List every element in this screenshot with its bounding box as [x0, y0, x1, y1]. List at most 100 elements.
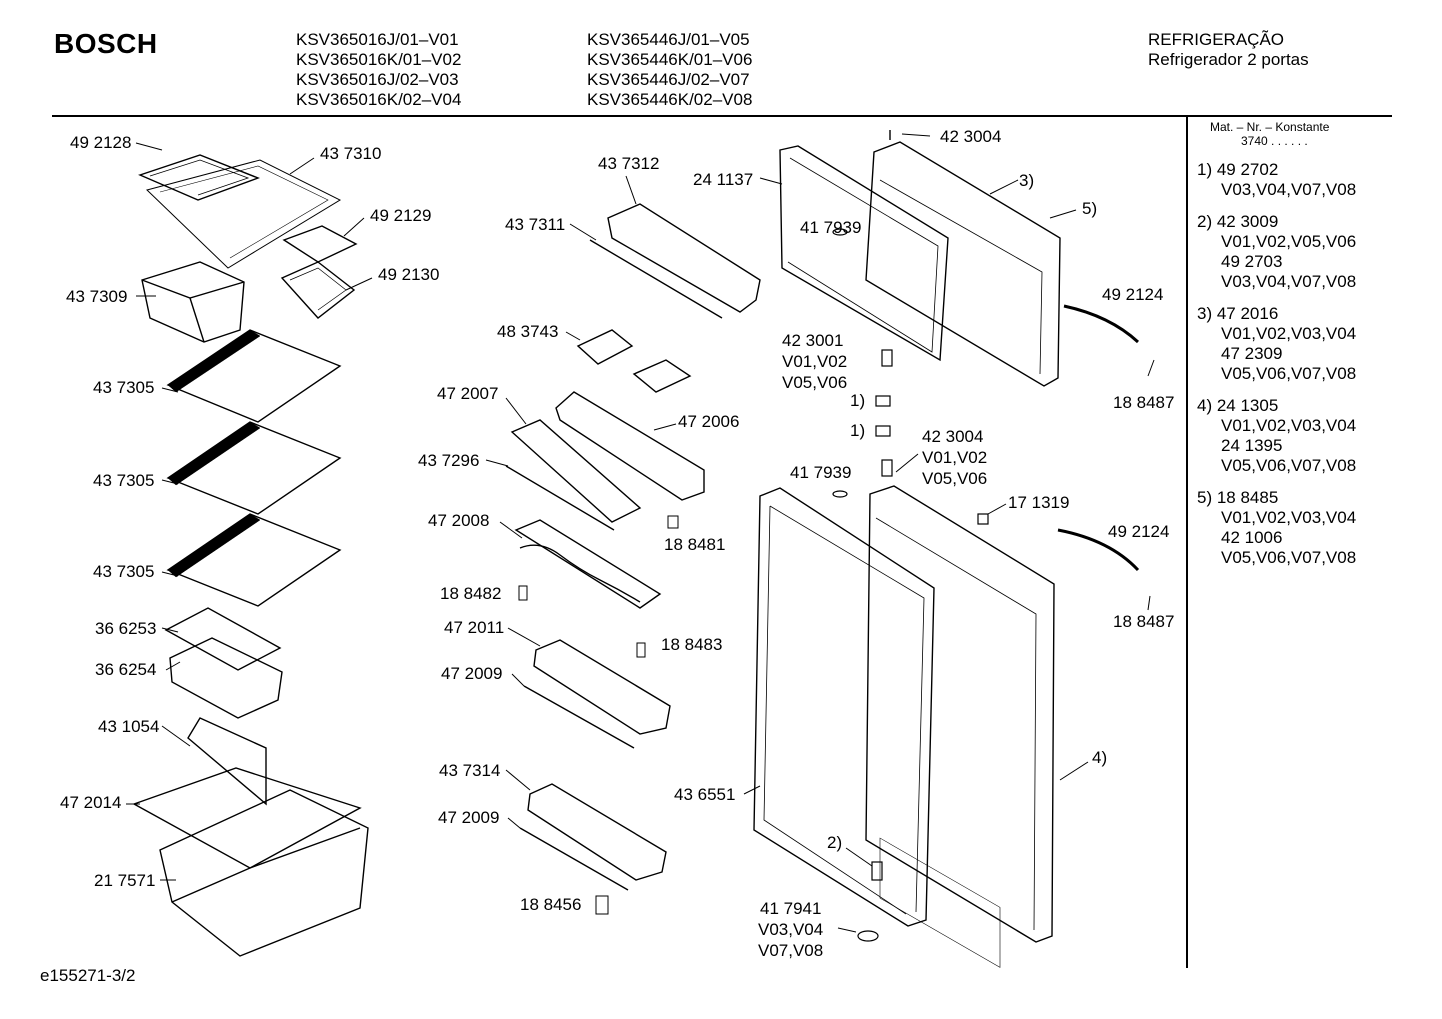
- part-label: 43 1054: [98, 717, 160, 736]
- variant-line: 3) 47 2016: [1197, 304, 1279, 323]
- model-code: KSV365016J/02–V03: [296, 70, 459, 89]
- model-code: KSV365446K/01–V06: [587, 50, 753, 69]
- bottle-rack: [514, 519, 662, 609]
- model-code: KSV365446J/01–V05: [587, 30, 750, 49]
- part-label: 24 1137: [693, 170, 754, 189]
- model-code: KSV365016K/01–V02: [296, 50, 462, 69]
- upper-door: [865, 130, 1061, 387]
- part-label: 1): [850, 391, 866, 410]
- small-parts: [518, 515, 679, 915]
- part-label: 47 2008: [428, 511, 490, 530]
- part-label: 43 7305: [93, 378, 155, 397]
- part-label: 49 2124: [1102, 285, 1164, 304]
- category-title: REFRIGERAÇÃO: [1148, 30, 1285, 49]
- drawing-reference: e155271-3/2: [40, 966, 136, 985]
- part-label: 47 2011: [444, 618, 505, 637]
- part-label: 5): [1082, 199, 1098, 218]
- part-label: V01,V02: [782, 352, 848, 371]
- hinge-parts: [832, 228, 989, 942]
- part-label: V07,V08: [758, 941, 824, 960]
- door-bin-mid: [523, 639, 671, 749]
- part-label: 18 8481: [664, 535, 726, 554]
- model-list-1: KSV365016J/01–V01 KSV365016K/01–V02 KSV3…: [296, 30, 461, 110]
- variant-line: V05,V06,V07,V08: [1221, 364, 1357, 383]
- model-code: KSV365446J/02–V07: [587, 70, 750, 89]
- part-label: 47 2006: [678, 412, 740, 431]
- part-label: 43 7296: [418, 451, 480, 470]
- model-code: KSV365016K/02–V04: [296, 90, 462, 109]
- part-label: V01,V02: [922, 448, 988, 467]
- vegetable-drawer: [132, 717, 369, 957]
- variant-line: 1) 49 2702: [1197, 160, 1279, 179]
- part-label: V05,V06: [782, 373, 848, 392]
- glass-shelf-1: [166, 329, 342, 423]
- part-label: 49 2124: [1108, 522, 1170, 541]
- wire-shelf-top: [138, 154, 342, 269]
- upper-door-gasket: [779, 145, 949, 362]
- part-label: 18 8483: [661, 635, 723, 654]
- part-label: 47 2009: [441, 664, 503, 683]
- variant-line: 42 1006: [1221, 528, 1283, 547]
- part-label: 49 2130: [378, 265, 440, 284]
- part-label: 42 3001: [782, 331, 844, 350]
- part-label: 42 3004: [922, 427, 984, 446]
- part-label: 41 7941: [760, 899, 822, 918]
- leader-lines: [126, 133, 1155, 933]
- sidebar-header: Mat. – Nr. – Konstante: [1210, 120, 1330, 134]
- part-label: 36 6254: [95, 660, 157, 679]
- part-label: 36 6253: [95, 619, 157, 638]
- bottle-shelves: [505, 391, 705, 531]
- variant-line: V03,V04,V07,V08: [1221, 272, 1357, 291]
- part-label: 4): [1092, 748, 1108, 767]
- part-label: 1): [850, 421, 866, 440]
- variant-group-3: 3) 47 2016 V01,V02,V03,V04 47 2309 V05,V…: [1197, 304, 1437, 384]
- lower-handle: [1057, 528, 1140, 572]
- glass-shelf-3: [166, 513, 342, 607]
- variant-group-5: 5) 18 8485 V01,V02,V03,V04 42 1006 V05,V…: [1197, 488, 1437, 568]
- part-label: V05,V06: [922, 469, 988, 488]
- part-label: 18 8487: [1113, 393, 1175, 412]
- part-label: 17 1319: [1008, 493, 1070, 512]
- variant-group-1: 1) 49 2702 V03,V04,V07,V08: [1197, 160, 1437, 200]
- part-label: 41 7939: [790, 463, 852, 482]
- part-label: 43 7305: [93, 471, 155, 490]
- part-label: 21 7571: [94, 871, 156, 890]
- variant-line: 24 1395: [1221, 436, 1283, 455]
- category-block: REFRIGERAÇÃO Refrigerador 2 portas: [1148, 30, 1309, 70]
- model-code: KSV365446K/02–V08: [587, 90, 753, 109]
- model-list-2: KSV365446J/01–V05 KSV365446K/01–V06 KSV3…: [587, 30, 752, 110]
- glass-shelf-2: [166, 421, 342, 515]
- variant-line: V01,V02,V03,V04: [1221, 324, 1357, 343]
- door-bin-top: [589, 203, 761, 319]
- parts-variant-list: Mat. – Nr. – Konstante 3740 . . . . . . …: [1197, 120, 1437, 568]
- part-label: 43 7311: [505, 215, 566, 234]
- part-label: 41 7939: [800, 218, 862, 237]
- part-label: 47 2009: [438, 808, 500, 827]
- sidebar-header-value: 3740 . . . . . .: [1241, 134, 1308, 148]
- model-code: KSV365016J/01–V01: [296, 30, 459, 49]
- part-label: 47 2007: [437, 384, 499, 403]
- lower-door-gasket: [753, 487, 935, 927]
- crisper-small: [141, 261, 245, 343]
- variant-line: V05,V06,V07,V08: [1221, 456, 1357, 475]
- part-label: 42 3004: [940, 127, 1002, 146]
- part-label: 43 7309: [66, 287, 128, 306]
- variant-line: 4) 24 1305: [1197, 396, 1279, 415]
- category-subtitle: Refrigerador 2 portas: [1148, 50, 1309, 69]
- part-label: 2): [827, 833, 843, 852]
- variant-line: V01,V02,V03,V04: [1221, 416, 1357, 435]
- part-label: 47 2014: [60, 793, 122, 812]
- part-label: 18 8456: [520, 895, 582, 914]
- ice-tray: [280, 225, 358, 319]
- variant-line: 2) 42 3009: [1197, 212, 1279, 231]
- part-label: 49 2129: [370, 206, 432, 225]
- part-label: 43 7312: [598, 154, 660, 173]
- variant-line: V01,V02,V05,V06: [1221, 232, 1357, 251]
- part-label: 18 8487: [1113, 612, 1175, 631]
- part-label: 49 2128: [70, 133, 132, 152]
- upper-handle: [1063, 304, 1140, 344]
- part-label: 48 3743: [497, 322, 559, 341]
- variant-line: V03,V04,V07,V08: [1221, 180, 1357, 199]
